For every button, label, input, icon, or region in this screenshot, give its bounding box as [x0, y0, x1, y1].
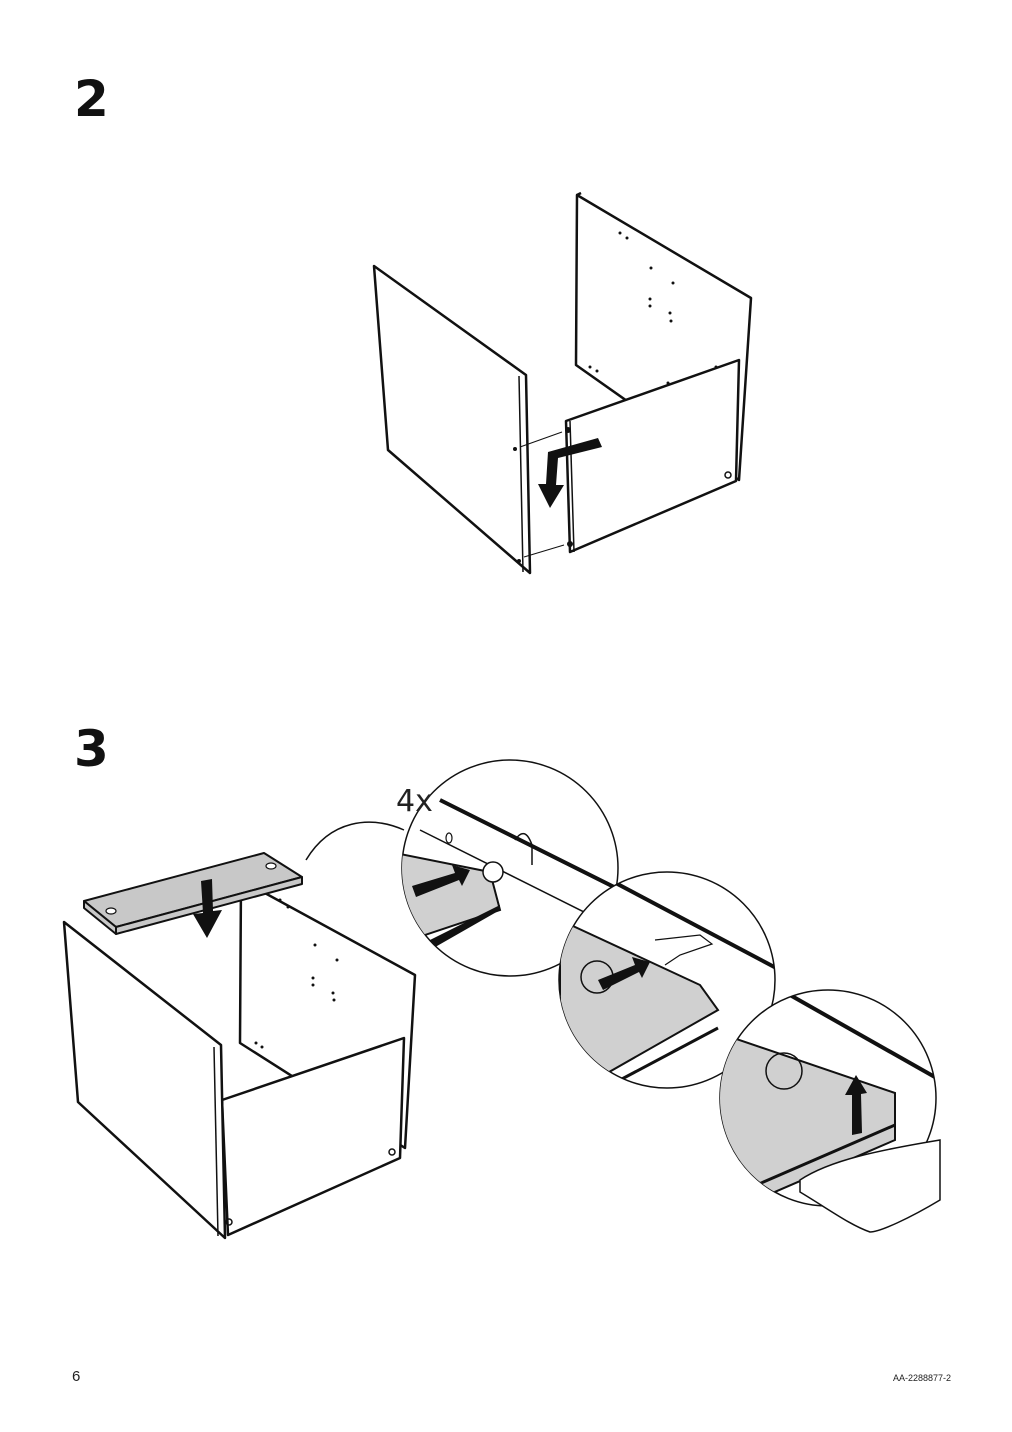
step-2-number: 2	[74, 70, 109, 128]
push-arrow-icon-1	[412, 865, 470, 897]
side-panel	[372, 264, 532, 575]
lift-arrow-icon	[845, 1075, 867, 1135]
detail-circle-2	[558, 871, 776, 1089]
rotate-arrow-icon	[538, 438, 602, 508]
hand-icon	[799, 1139, 941, 1233]
down-arrow-icon	[193, 879, 222, 938]
step-3-number: 3	[74, 720, 109, 778]
detail-circle-1	[401, 759, 619, 977]
bottom-panel	[564, 358, 741, 554]
push-arrow-icon-2	[598, 957, 650, 990]
page-number: 6	[72, 1368, 81, 1385]
detail-circle-3	[719, 989, 941, 1233]
quantity-label: 4x	[396, 784, 433, 819]
document-code: AA-2288877-2	[893, 1373, 952, 1383]
